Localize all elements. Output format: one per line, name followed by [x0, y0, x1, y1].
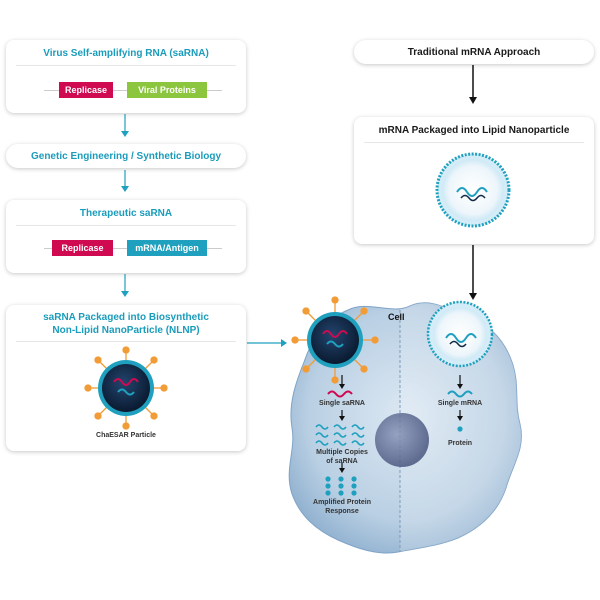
single-sarna-label: Single saRNA	[319, 400, 365, 407]
nlnp-title-line1: saRNA Packaged into Biosynthetic	[43, 312, 209, 323]
divider	[364, 142, 584, 143]
particle-caption: ChaESAR Particle	[96, 432, 156, 439]
sarna-copies	[315, 424, 365, 446]
cell-label: Cell	[388, 312, 405, 322]
multiple-copies-label: Multiple Copies of saRNA	[316, 449, 368, 465]
traditional-mrna-box: Traditional mRNA Approach	[354, 40, 594, 64]
therapeutic-sarna-title: Therapeutic saRNA	[79, 208, 173, 219]
chaesar-particle	[84, 346, 168, 430]
nlnp-particle-cell	[291, 296, 379, 384]
flow-arrow	[121, 114, 287, 347]
tag-viral-proteins: Viral Proteins	[127, 82, 207, 98]
flow-arrow	[339, 462, 345, 473]
amplified-protein-label: Amplified Protein Response	[313, 499, 371, 515]
single-mrna-label: Single mRNA	[437, 400, 483, 407]
divider	[16, 65, 236, 66]
traditional-mrna-title: Traditional mRNA Approach	[407, 47, 541, 58]
therapeutic-sarna-box: Therapeutic saRNA Replicase mRNA/Antigen	[6, 200, 246, 273]
flow-arrow	[469, 65, 477, 300]
virus-sarna-title: Virus Self-amplifying RNA (saRNA)	[43, 48, 209, 59]
genetic-engineering-box: Genetic Engineering / Synthetic Biology	[6, 144, 246, 168]
sarna-pathway	[327, 375, 353, 421]
nucleus	[375, 413, 429, 467]
lnp-particle-cell	[426, 300, 494, 368]
tag-mrna-antigen: mRNA/Antigen	[127, 240, 207, 256]
divider	[16, 341, 236, 342]
protein-dots	[325, 476, 357, 496]
nlnp-title-line2: Non-Lipid NanoParticle (NLNP)	[52, 325, 200, 336]
lnp-particle	[435, 152, 511, 228]
divider	[16, 225, 236, 226]
lnp-title: mRNA Packaged into Lipid Nanoparticle	[378, 125, 570, 136]
protein-label: Protein	[447, 440, 473, 447]
tag-replicase: Replicase	[59, 82, 113, 98]
tag-replicase: Replicase	[52, 240, 113, 256]
virus-sarna-box: Virus Self-amplifying RNA (saRNA) Replic…	[6, 40, 246, 113]
mrna-pathway	[447, 375, 473, 432]
genetic-engineering-title: Genetic Engineering / Synthetic Biology	[30, 151, 222, 162]
